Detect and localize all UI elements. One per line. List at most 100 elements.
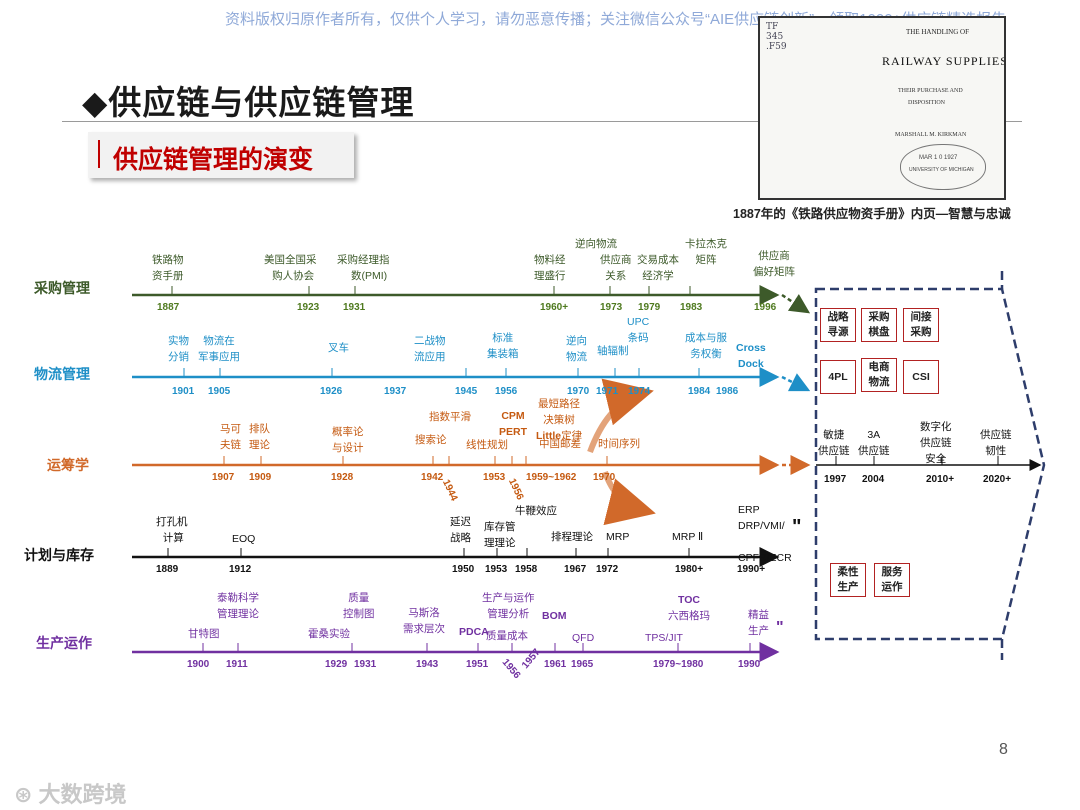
logo-icon: ⊛	[14, 782, 39, 807]
book-line-4: DISPOSITION	[908, 100, 946, 106]
year-label: 1931	[343, 302, 366, 313]
event-label: QFD	[572, 632, 595, 644]
box-purchasing-chessboard: 采购 棋盘	[861, 308, 897, 342]
year-label: 1983	[680, 302, 703, 313]
event-label: 质量控制图	[343, 592, 375, 620]
year-label: 1972	[596, 564, 619, 575]
event-label: 牛鞭效应	[515, 505, 557, 517]
event-label: 物流在军事应用	[198, 335, 240, 363]
year-label: 1923	[297, 302, 320, 313]
year-label: 1965	[571, 659, 594, 670]
event-label: 马斯洛需求层次	[403, 607, 445, 635]
future-event-digital: 数字化 供应链 安全	[920, 421, 952, 465]
future-arrow-frame	[814, 287, 1046, 641]
book-line-3: THEIR PURCHASE AND	[898, 88, 963, 94]
year-label: 1990	[738, 659, 761, 670]
section-subtitle: 供应链管理的演变	[113, 146, 314, 174]
year-label: 1996	[754, 302, 777, 313]
book-author: MARSHALL M. KIRKMAN	[895, 132, 967, 138]
year-label: 1980+	[675, 564, 704, 575]
year-label: 1967	[564, 564, 587, 575]
event-label: 交易成本经济学	[637, 254, 679, 282]
future-year: 2004	[862, 474, 885, 485]
stamp-date: MAR 1 0 1927	[919, 155, 958, 161]
future-year: 1997	[824, 474, 847, 485]
row-label-procurement: 采购管理	[34, 280, 90, 296]
year-label: 1959~1962	[526, 472, 577, 483]
event-label: 泰勒科学管理理论	[217, 592, 259, 620]
year-label: 1951	[466, 659, 489, 670]
event-label: 延迟战略	[450, 516, 471, 544]
box-strategic-sourcing: 战略 寻源	[820, 308, 856, 342]
year-label: 1984	[688, 386, 711, 397]
curved-arrow-down	[602, 470, 656, 526]
year-label: 1979	[638, 302, 661, 313]
year-label: 1907	[212, 472, 235, 483]
event-label: 实物分销	[168, 335, 189, 363]
logo-text: 大数跨境	[38, 782, 127, 807]
future-event-3a: 3A 供应链	[858, 429, 890, 457]
event-label: 中国邮差	[539, 438, 581, 450]
year-label: 1929	[325, 659, 348, 670]
book-line-1: THE HANDLING OF	[906, 28, 969, 36]
page-title: ◆供应链与供应链管理	[82, 84, 415, 121]
event-label: 质量成本	[486, 630, 528, 642]
year-label: 1953	[485, 564, 508, 575]
event-label: 成本与服务权衡	[685, 332, 727, 360]
event-label: 指数平滑	[429, 411, 471, 423]
event-label: 逆向物流	[575, 238, 617, 250]
year-label: 1960+	[540, 302, 569, 313]
year-label: 1887	[157, 302, 180, 313]
event-label: 精益生产	[748, 609, 769, 637]
row-label-logistics: 物流管理	[34, 366, 90, 382]
book-caption: 1887年的《铁路供应物资手册》内页—智慧与忠诚	[733, 207, 1011, 221]
future-event-agile: 敏捷 供应链	[818, 429, 850, 457]
box-4pl: 4PL	[820, 360, 856, 394]
event-label: 铁路物资手册	[152, 254, 184, 282]
year-label: 1911	[226, 659, 248, 670]
year-label: 1974	[628, 386, 651, 397]
event-label: 二战物流应用	[414, 335, 446, 363]
event-label: 物料经理盛行	[534, 254, 566, 282]
event-label: 搜索论	[415, 434, 447, 446]
year-label: 1912	[229, 564, 252, 575]
event-label: 轴辐制	[597, 345, 629, 357]
box-csi: CSI	[903, 360, 939, 394]
year-label: 1937	[384, 386, 407, 397]
year-label: 1958	[515, 564, 538, 575]
event-label: BOM	[542, 610, 567, 622]
subtitle-box: 供应链管理的演变	[88, 132, 354, 178]
year-label: 1990+	[737, 564, 766, 575]
event-label: EOQ	[232, 533, 256, 545]
event-label: 生产与运作管理分析	[482, 592, 535, 620]
event-label: 供应商偏好矩阵	[753, 250, 795, 278]
year-label: 1942	[421, 472, 444, 483]
year-label: 1979~1980	[653, 659, 704, 670]
year-label: 1986	[716, 386, 739, 397]
event-label: 甘特图	[188, 628, 220, 640]
future-event-resilience: 供应链 韧性	[980, 429, 1012, 457]
subtitle-accent-bar	[98, 140, 100, 168]
event-label: 叉车	[328, 342, 349, 354]
quote-mark: "	[792, 516, 802, 538]
event-label: 逆向物流	[566, 335, 587, 363]
event-label: 库存管理理论	[484, 521, 516, 549]
event-label: 概率论与设计	[332, 426, 364, 454]
year-label: 1970	[593, 472, 616, 483]
year-label: 1928	[331, 472, 354, 483]
event-label: 采购经理指 数(PMI)	[337, 254, 390, 282]
page-number: 8	[999, 741, 1008, 758]
title-divider	[62, 121, 1022, 122]
book-line-2: RAILWAY SUPPLIES	[882, 54, 1006, 68]
library-stamp: MAR 1 0 1927 UNIVERSITY OF MICHIGAN	[900, 144, 986, 190]
row-label-planning-inventory: 计划与库存	[24, 547, 94, 563]
timeline-axis-procurement	[132, 285, 811, 314]
year-label: 1961	[544, 659, 567, 670]
year-label: 1889	[156, 564, 179, 575]
year-label: 1953	[483, 472, 506, 483]
